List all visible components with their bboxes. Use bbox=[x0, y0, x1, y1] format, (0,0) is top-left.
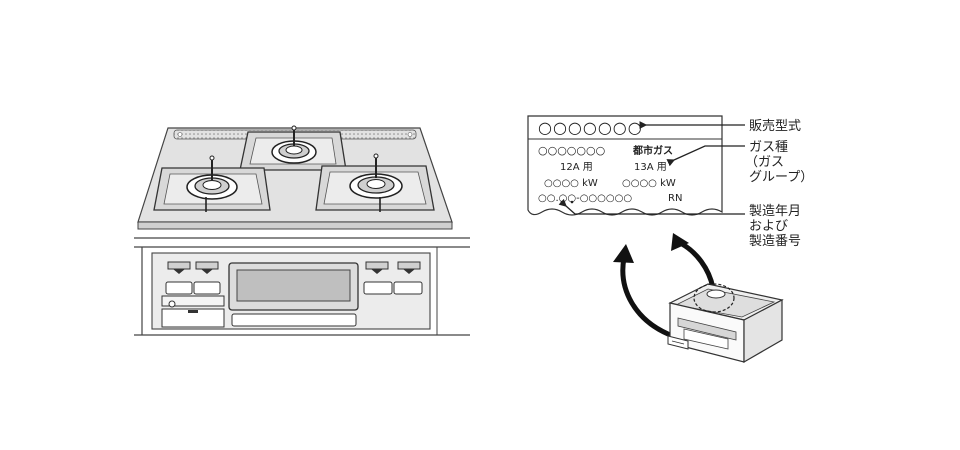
grill-door bbox=[228, 262, 359, 327]
model-placeholder: ○○○○○○○ bbox=[538, 118, 643, 137]
left-control-group bbox=[161, 261, 225, 328]
burner-front-left bbox=[153, 155, 271, 212]
nameplate-row1-left: ○○○○○○○ bbox=[538, 144, 605, 157]
arrow-right-curve bbox=[679, 241, 716, 291]
label-model: 販売型式 bbox=[749, 118, 801, 134]
burner-rear-center bbox=[239, 125, 347, 171]
arrow-left-curve bbox=[620, 255, 671, 337]
callout-labels: 販売型式 ガス種 （ガス グループ） 製造年月 および 製造番号 bbox=[745, 118, 813, 249]
label-serial-3: 製造番号 bbox=[749, 234, 801, 249]
nameplate-row3-right: ○○○○ kW bbox=[622, 178, 676, 189]
nameplate-row2-left: 12A 用 bbox=[560, 162, 593, 173]
nameplate-row4-right: RN bbox=[668, 193, 682, 204]
callout-lines bbox=[558, 121, 745, 215]
nameplate-row4-left: ○○.○○-○○○○○○ bbox=[538, 193, 632, 204]
burner-front-right bbox=[315, 153, 435, 212]
nameplate: ○○○○○○○ ○○○○○○○ 都市ガス 12A 用 13A 用 ○○○○ kW… bbox=[527, 115, 723, 216]
location-arrows bbox=[613, 233, 716, 337]
label-gas-type-3: グループ） bbox=[749, 170, 813, 185]
label-gas-type-2: （ガス bbox=[745, 155, 784, 170]
cooktop-front-view bbox=[134, 237, 470, 336]
nameplate-row2-right: 13A 用 bbox=[634, 162, 667, 173]
cooktop-top-view bbox=[137, 125, 453, 230]
right-control-group bbox=[363, 261, 423, 295]
label-serial-1: 製造年月 bbox=[749, 204, 801, 219]
highlight-circle bbox=[693, 283, 735, 313]
nameplate-row3-left: ○○○○ kW bbox=[544, 178, 598, 189]
small-cooktop-iso bbox=[667, 283, 784, 364]
label-serial-2: および bbox=[749, 219, 788, 234]
label-gas-type-1: ガス種 bbox=[749, 139, 788, 155]
nameplate-row1-right: 都市ガス bbox=[632, 144, 673, 157]
